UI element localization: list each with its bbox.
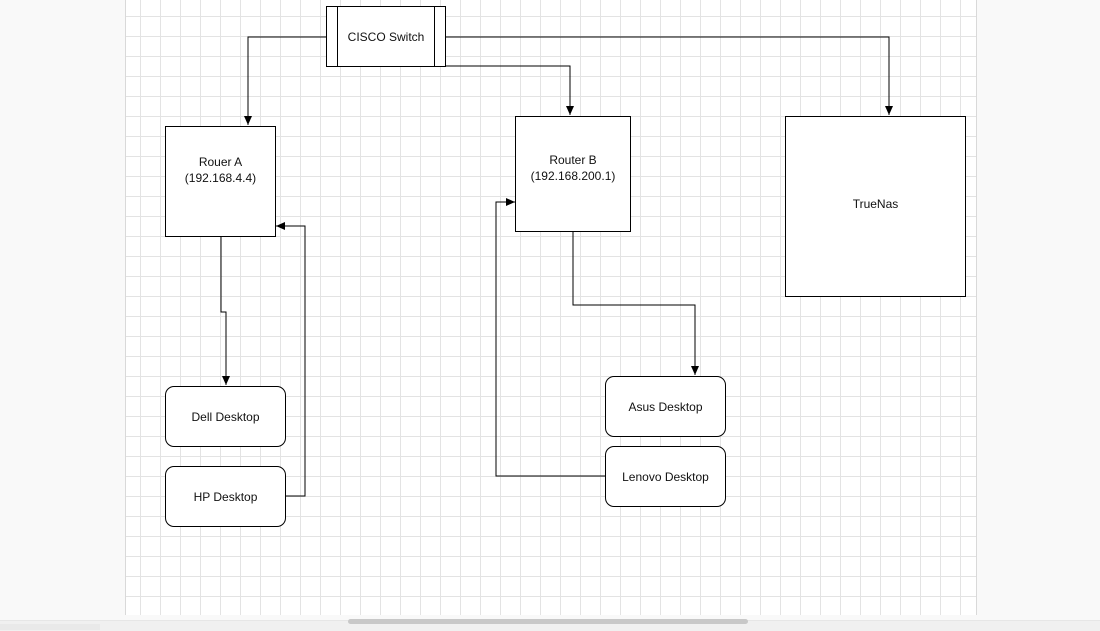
edge-router-b-to-asus[interactable] — [572, 232, 699, 375]
dell-desktop-label: Dell Desktop — [191, 409, 260, 424]
truenas-label: TrueNas — [852, 196, 899, 211]
router-b-ip: (192.168.200.1) — [530, 169, 616, 183]
router-b-node[interactable]: Router B (192.168.200.1) — [515, 116, 631, 232]
truenas-node[interactable]: TrueNas — [785, 116, 966, 297]
cisco-switch-node[interactable]: CISCO Switch — [326, 6, 446, 67]
lenovo-desktop-label: Lenovo Desktop — [622, 469, 709, 484]
lenovo-desktop-node[interactable]: Lenovo Desktop — [605, 446, 726, 507]
router-a-node[interactable]: Rouer A (192.168.4.4) — [165, 126, 276, 237]
router-a-name: Rouer A — [198, 154, 243, 169]
dell-desktop-node[interactable]: Dell Desktop — [165, 386, 286, 447]
edge-switch-to-router-a[interactable] — [244, 36, 326, 125]
switch-left-divider — [337, 7, 338, 66]
edge-hp-to-router-a[interactable] — [276, 222, 306, 497]
edge-switch-to-truenas[interactable] — [446, 36, 893, 115]
hp-desktop-node[interactable]: HP Desktop — [165, 466, 286, 527]
hp-desktop-label: HP Desktop — [193, 489, 258, 504]
horizontal-scrollbar-thumb[interactable] — [348, 619, 748, 624]
router-a-ip: (192.168.4.4) — [184, 170, 257, 185]
router-b-name: Router B — [549, 153, 597, 167]
switch-right-divider — [434, 7, 435, 66]
bottom-left-panel-edge — [0, 624, 100, 630]
cisco-switch-label: CISCO Switch — [347, 29, 425, 44]
edge-lenovo-to-router-b[interactable] — [495, 198, 605, 477]
edge-router-a-to-dell[interactable] — [220, 237, 230, 385]
edge-switch-to-router-b[interactable] — [446, 65, 574, 115]
asus-desktop-node[interactable]: Asus Desktop — [605, 376, 726, 437]
asus-desktop-label: Asus Desktop — [628, 399, 703, 414]
